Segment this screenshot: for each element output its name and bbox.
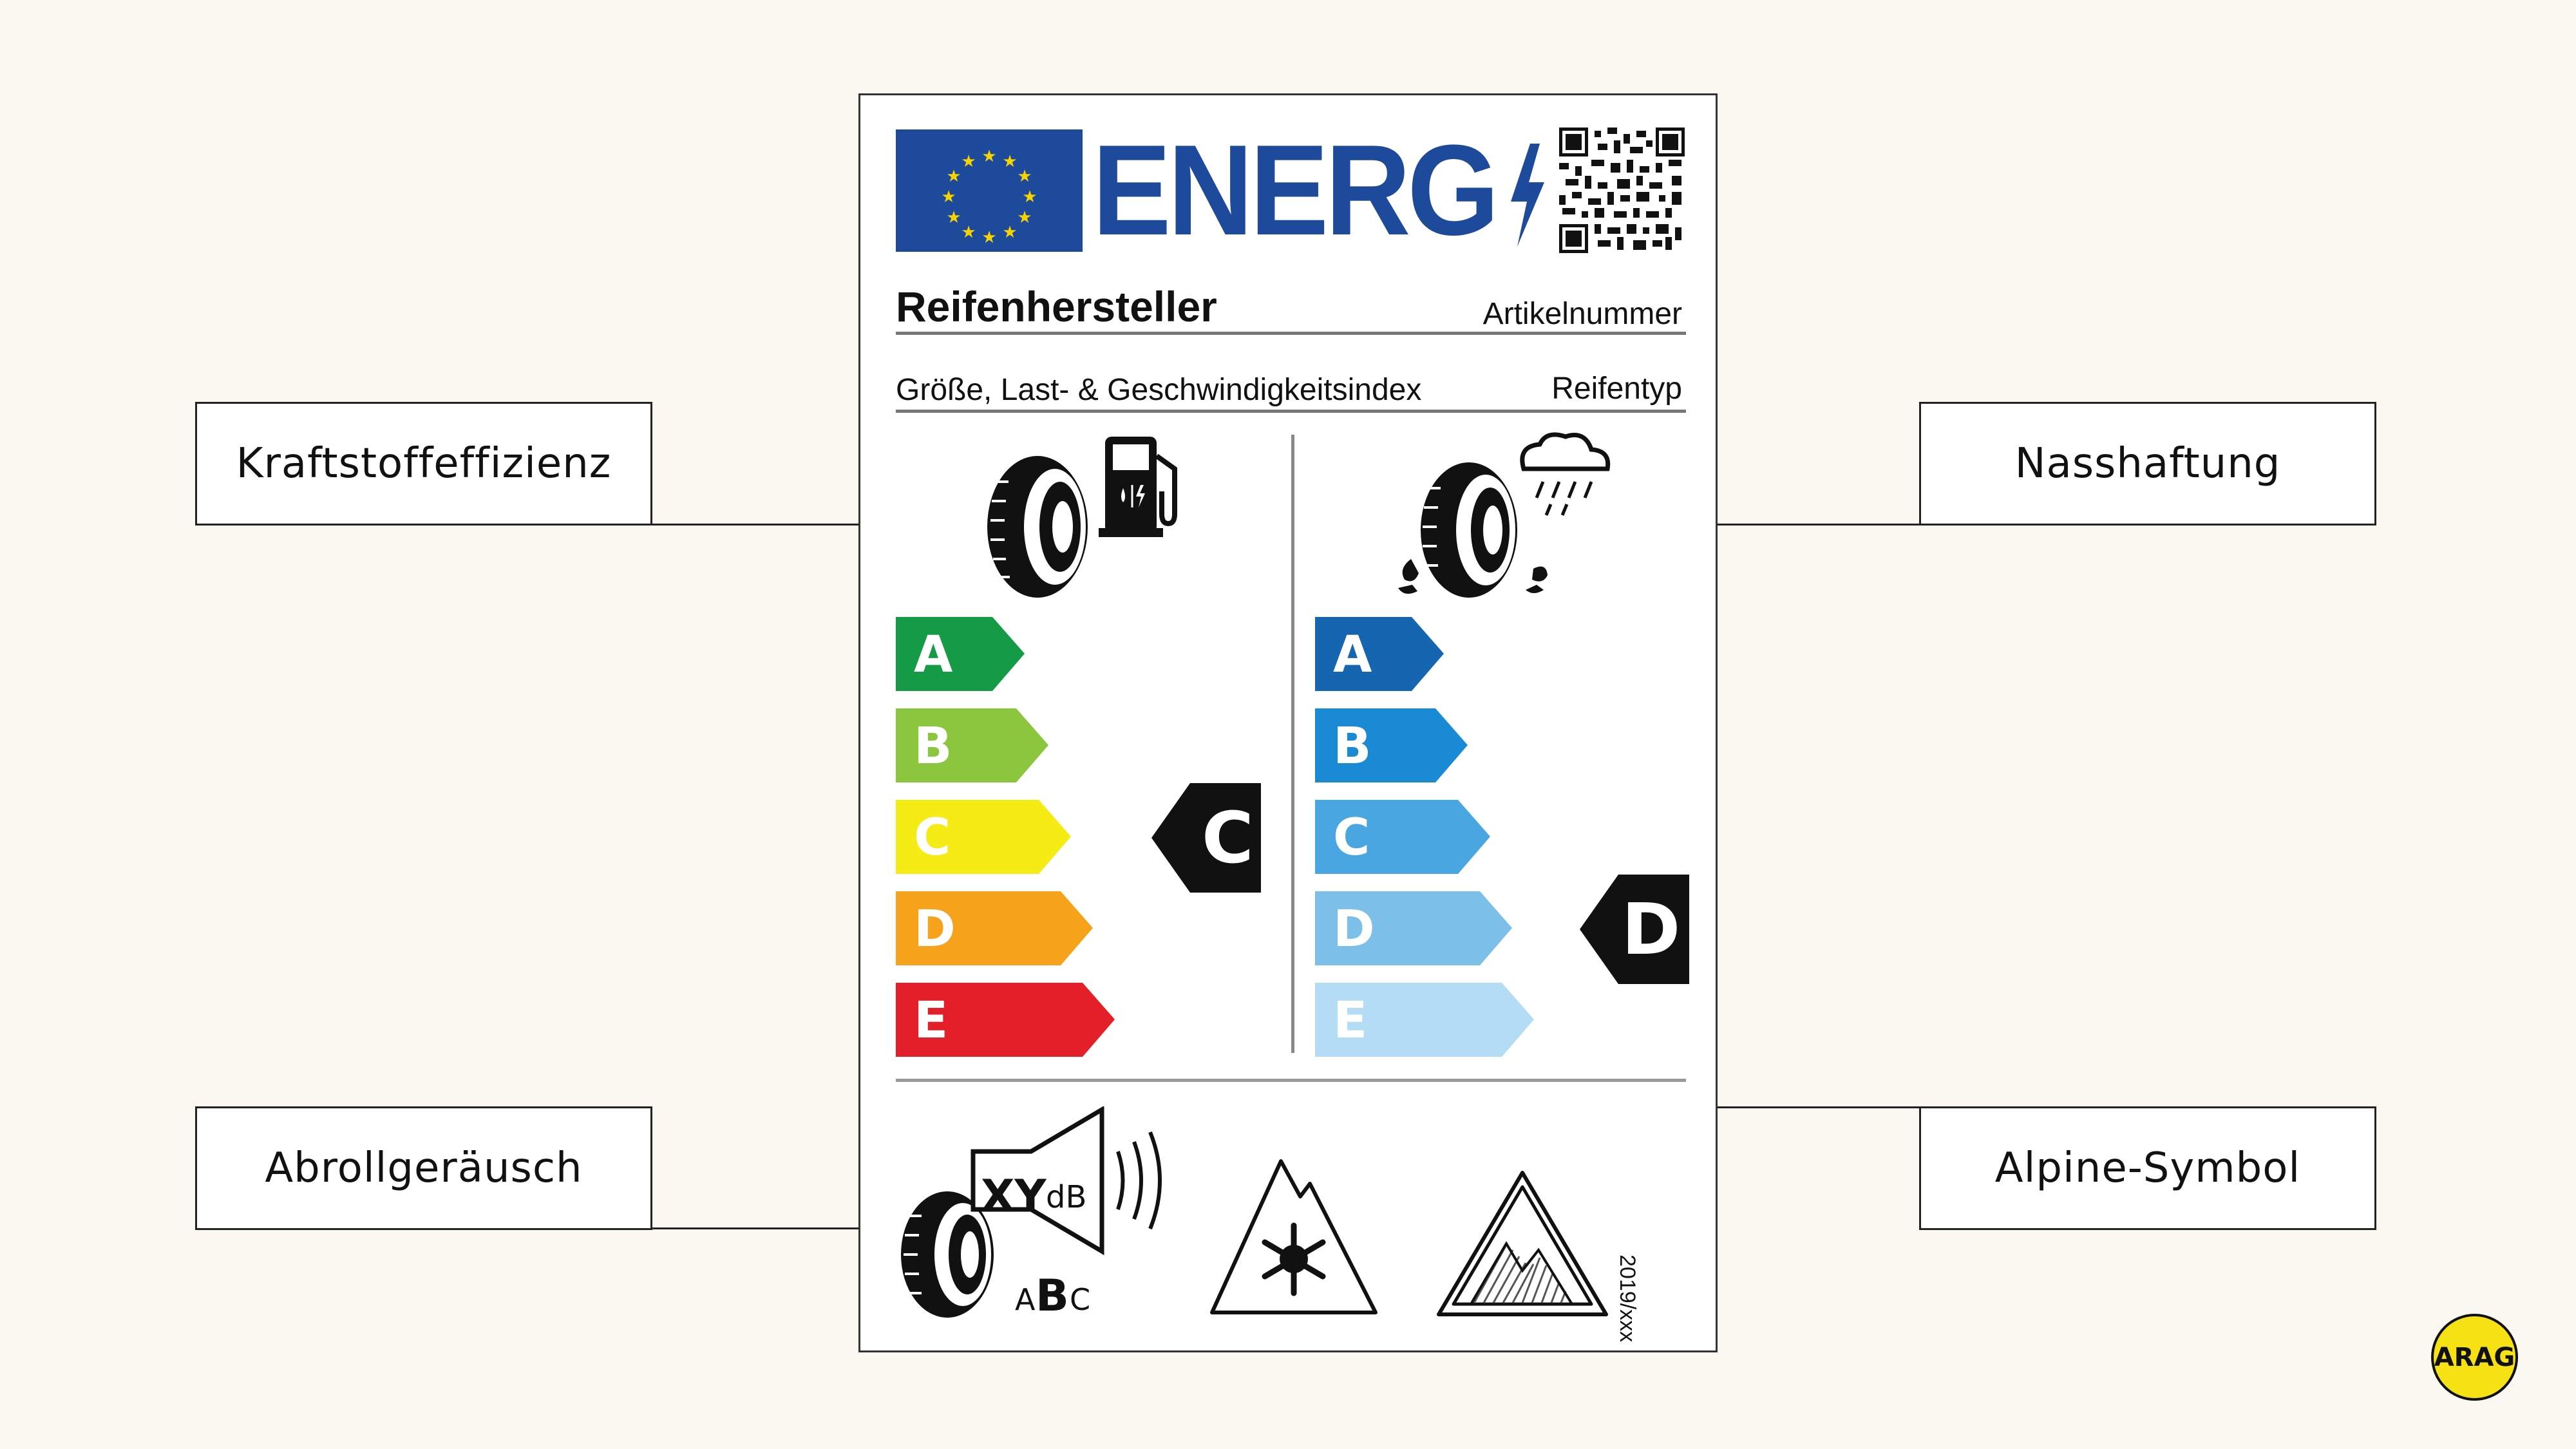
callout-wet-grip: Nasshaftung xyxy=(1919,402,2376,526)
noise-unit: dB xyxy=(1046,1179,1087,1215)
svg-text:★: ★ xyxy=(946,208,961,227)
wet-class-d-arrow xyxy=(1315,891,1512,965)
lightning-icon xyxy=(1511,144,1544,247)
fuel-class-a-arrow xyxy=(896,617,1025,691)
fuel-class-c-arrow xyxy=(896,800,1071,874)
wet-rating-value: D xyxy=(1622,888,1681,971)
fuel-class-c-label: C xyxy=(914,809,951,867)
svg-text:★: ★ xyxy=(941,187,956,207)
svg-text:★: ★ xyxy=(1017,167,1032,186)
fuel-class-d-arrow xyxy=(896,891,1093,965)
svg-text:★: ★ xyxy=(961,223,976,242)
fuel-class-d-label: D xyxy=(914,900,956,958)
noise-class-a: A xyxy=(1015,1282,1036,1317)
header-divider-1 xyxy=(896,332,1686,335)
article-number-label: Artikelnummer xyxy=(1482,297,1682,331)
connector-fuel xyxy=(652,524,929,526)
connector-noise xyxy=(652,1227,883,1229)
connector-wet xyxy=(1644,524,1919,526)
wet-class-b-arrow xyxy=(1315,708,1468,782)
fuel-class-a-label: A xyxy=(914,626,953,684)
lower-divider xyxy=(896,1079,1686,1082)
size-index-label: Größe, Last- & Geschwindigkeitsindex xyxy=(896,373,1422,407)
mountain-ice-icon xyxy=(1437,1171,1608,1316)
fuel-rating-badge xyxy=(1151,783,1261,893)
energy-title: ENERG xyxy=(1092,118,1499,262)
fuel-class-e-label: E xyxy=(914,992,949,1050)
wet-class-c-arrow xyxy=(1315,800,1490,874)
alpine-snowflake-icon xyxy=(1210,1159,1378,1314)
header-divider-2 xyxy=(896,410,1686,413)
tyre-type-label: Reifentyp xyxy=(1551,372,1682,406)
noise-class-c: C xyxy=(1070,1282,1091,1317)
wet-class-e-label: E xyxy=(1333,992,1368,1050)
fuel-rating-value: C xyxy=(1202,797,1254,879)
wet-class-c-label: C xyxy=(1333,809,1370,867)
tyre-noise-icon xyxy=(901,1106,1162,1318)
svg-text:★: ★ xyxy=(961,152,976,171)
qr-code-icon xyxy=(1559,128,1685,253)
callout-fuel-efficiency: Kraftstoffeffizienz xyxy=(195,402,652,526)
wet-class-b-label: B xyxy=(1333,717,1372,775)
tyre-fuel-pump-icon xyxy=(987,437,1177,598)
fuel-class-b-arrow xyxy=(896,708,1048,782)
manufacturer-label: Reifenhersteller xyxy=(896,283,1217,330)
wet-class-d-label: D xyxy=(1333,900,1375,958)
callout-rolling-noise: Abrollgeräusch xyxy=(195,1106,652,1230)
svg-text:★: ★ xyxy=(981,147,996,166)
wet-class-e-arrow xyxy=(1315,983,1534,1057)
wet-class-a-arrow xyxy=(1315,617,1444,691)
fuel-class-b-label: B xyxy=(914,717,952,775)
wet-rating-badge xyxy=(1580,875,1689,984)
callout-alpine-symbol: Alpine-Symbol xyxy=(1919,1106,2376,1230)
noise-value: XY xyxy=(981,1171,1046,1222)
arag-logo: ARAG xyxy=(2431,1314,2518,1401)
center-divider xyxy=(1291,435,1294,1053)
svg-text:★: ★ xyxy=(946,167,961,186)
tyre-rain-icon xyxy=(1398,432,1611,598)
noise-class-b: B xyxy=(1036,1271,1069,1321)
eu-flag-icon: ★ ★ ★ ★ ★ ★ ★ ★ ★ ★ ★ ★ xyxy=(896,129,1083,252)
svg-text:★: ★ xyxy=(981,228,996,247)
regulation-number: 2019/xxx xyxy=(1615,1255,1640,1343)
svg-text:★: ★ xyxy=(1022,187,1037,207)
svg-text:★: ★ xyxy=(1017,208,1032,227)
svg-text:★: ★ xyxy=(1002,223,1017,242)
fuel-class-e-arrow xyxy=(896,983,1115,1057)
svg-text:★: ★ xyxy=(1002,152,1017,171)
tyre-energy-label: ★ ★ ★ ★ ★ ★ ★ ★ ★ ★ ★ ★ ENERG xyxy=(858,93,1718,1352)
wet-class-a-label: A xyxy=(1333,626,1372,684)
